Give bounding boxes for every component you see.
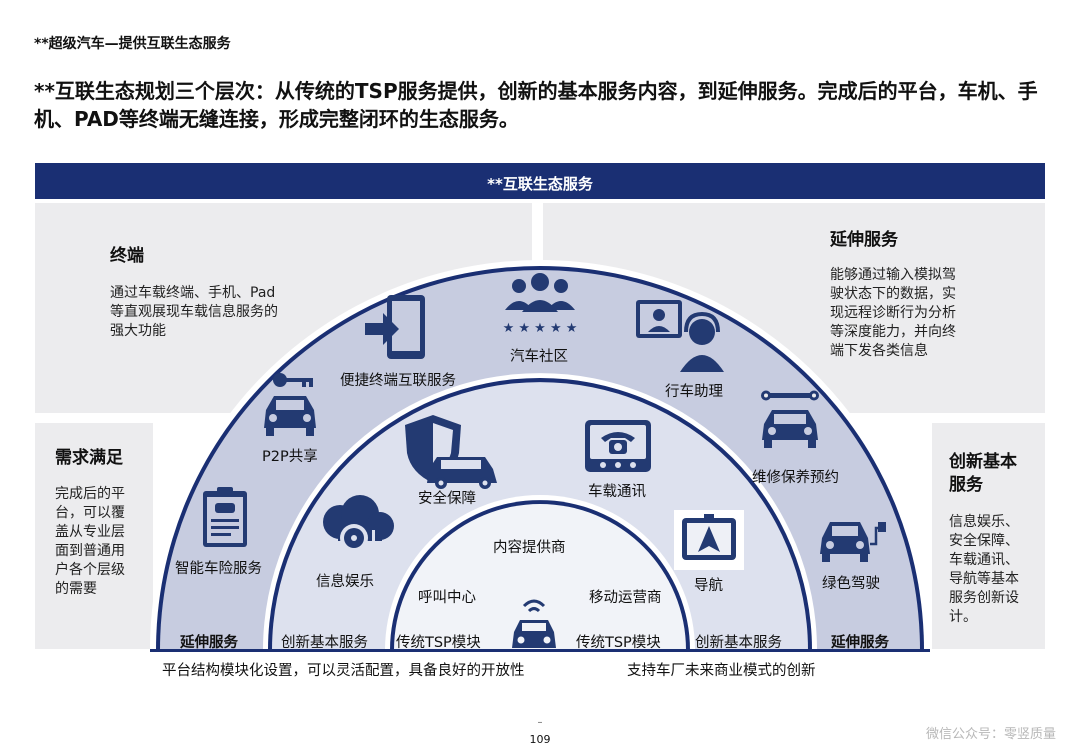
middle-item-label: 车载通讯 bbox=[588, 484, 646, 500]
inner-item-label: 呼叫中心 bbox=[418, 590, 476, 606]
panel-innovation bbox=[932, 423, 1045, 649]
outer-item-label: 绿色驾驶 bbox=[822, 576, 880, 592]
outer-item-label: 维修保养预约 bbox=[752, 470, 839, 486]
panel-innovation-title: 创新基本服务 bbox=[949, 452, 1017, 495]
inner-ring bbox=[394, 504, 686, 650]
banner-title: **互联生态服务 bbox=[487, 175, 593, 193]
page-dash: – bbox=[537, 717, 543, 728]
panel-extension-title: 延伸服务 bbox=[830, 230, 898, 250]
footer-left-text: 平台结构模块化设置，可以灵活配置，具备良好的开放性 bbox=[162, 663, 525, 679]
car-key-share-icon bbox=[264, 373, 316, 436]
page-headline: **互联生态规划三个层次：从传统的TSP服务提供，创新的基本服务内容，到延伸服务… bbox=[34, 79, 1038, 131]
assistant-headset-icon bbox=[636, 300, 724, 372]
panel-demand-body: 完成后的平台，可以覆盖从专业层面到普通用户各个层级的需要 bbox=[55, 486, 125, 597]
panel-terminal-title: 终端 bbox=[110, 246, 144, 266]
watermark: 微信公众号：零竖质量 bbox=[925, 727, 1056, 742]
outer-item-label: 汽车社区 bbox=[510, 349, 568, 365]
electric-car-icon bbox=[820, 522, 886, 562]
car-repair-wrench-icon bbox=[761, 390, 819, 448]
connected-car-icon bbox=[512, 599, 556, 648]
cloud-music-icon bbox=[323, 495, 394, 557]
inner-item-label: 移动运营商 bbox=[589, 590, 662, 606]
footer-right-text: 支持车厂未来商业模式的创新 bbox=[627, 663, 816, 679]
panel-terminal-body: 通过车载终端、手机、Pad等直观展现车载信息服务的强大功能 bbox=[110, 285, 278, 339]
ring-label-extension-left: 延伸服务 bbox=[180, 635, 238, 651]
banner-bar bbox=[35, 163, 1045, 199]
panel-extension-body: 能够通过输入模拟驾驶状态下的数据，实现远程诊断行为分析等深度能力，并向终端下发各… bbox=[830, 267, 956, 359]
middle-item-label: 安全保障 bbox=[418, 491, 476, 507]
outer-item-label: 行车助理 bbox=[665, 384, 723, 400]
community-people-icon: ★ ★ ★ ★ ★ bbox=[503, 273, 578, 336]
insurance-document-icon bbox=[203, 487, 247, 547]
ring-label-extension-right: 延伸服务 bbox=[831, 635, 889, 651]
panel-demand bbox=[35, 423, 153, 649]
page-number: 109 bbox=[529, 733, 551, 746]
outer-item-label: 智能车险服务 bbox=[175, 561, 262, 577]
outer-item-label: P2P共享 bbox=[262, 449, 318, 465]
device-connect-icon bbox=[365, 295, 425, 359]
ring-label-tsp-left: 传统TSP模块 bbox=[396, 635, 481, 651]
middle-item-label: 导航 bbox=[694, 578, 723, 594]
car-phone-icon bbox=[585, 420, 651, 472]
panel-demand-title: 需求满足 bbox=[55, 448, 123, 468]
navigation-map-icon bbox=[674, 510, 744, 570]
page-top-label: **超级汽车—提供互联生态服务 bbox=[34, 36, 231, 52]
panel-innovation-body: 信息娱乐、安全保障、车载通讯、导航等基本服务创新设计。 bbox=[949, 514, 1019, 625]
ring-label-innovation-right: 创新基本服务 bbox=[695, 635, 782, 651]
diagram-base-line bbox=[150, 649, 930, 652]
outer-item-label: 便捷终端互联服务 bbox=[340, 373, 456, 389]
shield-car-icon bbox=[405, 415, 497, 489]
middle-item-label: 信息娱乐 bbox=[316, 574, 374, 590]
inner-item-label: 内容提供商 bbox=[493, 540, 566, 556]
svg-text:★ ★ ★ ★ ★: ★ ★ ★ ★ ★ bbox=[503, 321, 578, 336]
ring-label-innovation-left: 创新基本服务 bbox=[281, 635, 368, 651]
ring-label-tsp-right: 传统TSP模块 bbox=[576, 635, 661, 651]
